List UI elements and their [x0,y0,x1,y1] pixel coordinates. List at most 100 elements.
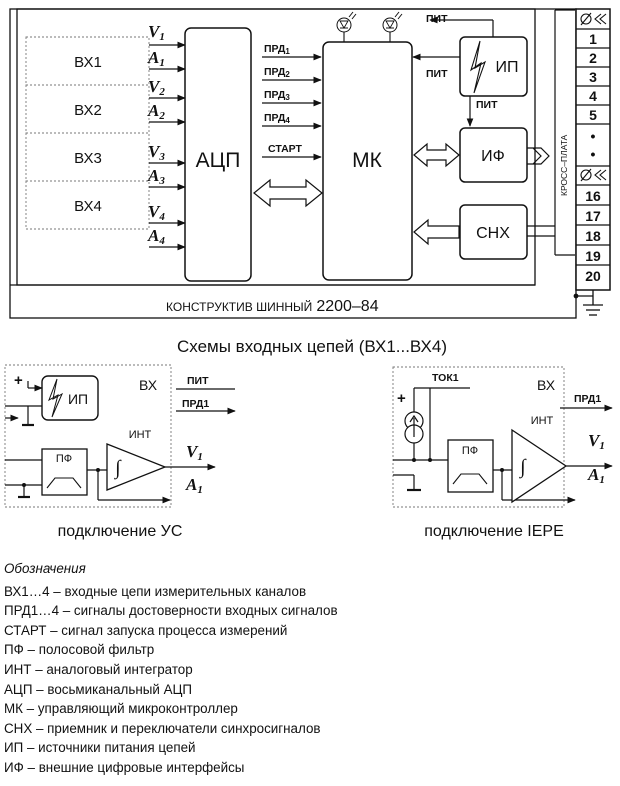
svg-text:2: 2 [589,50,597,66]
us-integral-icon: ∫ [114,457,122,480]
iepe-filter-box [447,439,494,493]
sync-mcu-arrow [413,218,460,246]
led-wires [343,32,391,42]
legend-item: ВХ1…4 – входные цепи измерительных канал… [4,583,307,599]
mcu-interface-arrow [413,142,460,168]
iepe-prd-label: ПРД1 [574,393,601,405]
adc-label: АЦП [196,149,241,172]
prd3-label: ПРД3 [264,89,290,102]
us-filter-bandpass-icon [46,477,82,489]
legend-item: СТАРТ – сигнал запуска процесса измерени… [4,622,288,638]
cross-board-bus [554,9,575,256]
pit-label-down: ПИТ [476,99,498,111]
cross-board-label: КРОСС–ПЛАТА [559,134,569,196]
legend-item: ИП – источники питания цепей [4,740,196,756]
sync-label: СНХ [476,225,510,242]
us-psu-label: ИП [68,391,88,407]
legend: Обозначения ВХ1…4 – входные цепи измерит… [4,559,616,778]
us-integrator-triangle [106,443,167,491]
v2-label: V2 [148,77,165,98]
interface-bus-chevron [527,147,550,165]
us-plus-label: + [14,372,23,389]
svg-text:4: 4 [589,88,597,104]
block-diagram: ВХ1 ВХ2 ВХ3 ВХ4 V1 A1 V2 A2 V3 A3 V4 A4 … [4,8,613,540]
prd1-label: ПРД1 [264,43,290,56]
v3-label: V3 [148,142,165,163]
iepe-plus-label: + [397,390,406,407]
terminal-block [575,8,611,291]
led-indicator-1-icon [336,11,357,33]
input-channel-3: ВХ3 [25,132,150,182]
adc-block: АЦП [184,27,252,282]
iepe-circuit: + ТОК1 ВХ ПФ ИНТ [392,366,613,508]
us-a1-label: A1 [185,475,203,496]
prd4-label: ПРД4 [264,112,290,125]
iepe-tok-label: ТОК1 [432,372,459,384]
pit-label-left: ПИТ [426,68,448,80]
psu-block: ИП [459,36,528,97]
legend-title: Обозначения [4,561,86,576]
terminal-numbers: 1 2 3 4 5 • • 16 17 18 19 20 [585,31,601,284]
interface-block: ИФ [459,127,528,183]
input-channel-4: ВХ4 [25,180,150,230]
sync-wires [527,225,555,237]
channel-signal-labels: V1 A1 V2 A2 V3 A3 V4 A4 [147,22,165,247]
iepe-int-label: ИНТ [531,415,554,427]
svg-text:•: • [591,128,596,144]
legend-item: СНХ – приемник и переключатели синхросиг… [4,720,321,736]
us-vx-label: ВХ [139,377,158,393]
us-prd-label: ПРД1 [182,398,209,410]
prd-signal-labels: ПРД1 ПРД2 ПРД3 ПРД4 СТАРТ [264,43,303,155]
sync-block: СНХ [459,204,528,260]
start-label: СТАРТ [268,143,303,155]
legend-item: ИНТ – аналоговый интегратор [4,661,193,677]
iepe-filter-label: ПФ [462,445,478,457]
chassis-ground-icon [583,290,603,316]
svg-text:3: 3 [589,69,597,85]
us-caption: подключение УС [58,523,183,540]
input-label-2: ВХ2 [74,102,102,119]
a3-label: A3 [147,166,165,187]
channel-signal-arrows [149,41,186,251]
input-label-1: ВХ1 [74,54,102,71]
a2-label: A2 [147,101,165,122]
iepe-integral-icon: ∫ [519,456,527,479]
us-int-label: ИНТ [129,429,152,441]
iepe-integrator-triangle [511,428,568,504]
terminal-ground-symbol-mid-icon [580,168,607,182]
svg-text:20: 20 [585,268,601,284]
interface-label: ИФ [481,148,505,165]
us-circuit: + ВХ ИП ПФ ИНТ ∫ [4,364,236,508]
prd2-label: ПРД2 [264,66,290,79]
prd-signal-arrows [262,53,322,161]
frame-ground-wire [573,293,593,299]
legend-item: МК – управляющий микроконтроллер [4,701,238,717]
us-psu-lightning-icon [48,378,64,418]
input-channel-1: ВХ1 [25,36,150,86]
iepe-caption: подключение IEPE [424,523,564,540]
input-label-4: ВХ4 [74,198,102,215]
legend-item: ПРД1…4 – сигналы достоверности входных с… [4,603,338,619]
legend-item: АЦП – восьмиканальный АЦП [4,681,193,697]
us-filter-label: ПФ [56,453,72,465]
psu-label: ИП [496,59,519,76]
us-v1-label: V1 [186,442,203,463]
v1-label: V1 [148,22,165,43]
a1-label: A1 [147,48,165,69]
terminal-ground-symbol-top-icon [580,12,607,26]
iepe-v1-label: V1 [588,431,605,452]
us-filter-box [41,448,88,496]
legend-item: ИФ – внешние цифровые интерфейсы [4,759,245,775]
led-indicator-2-icon [382,11,403,33]
adc-mcu-bus-arrow [253,178,323,208]
input-label-3: ВХ3 [74,150,102,167]
svg-text:17: 17 [585,208,601,224]
legend-item: ПФ – полосовой фильтр [4,642,155,658]
psu-wires [412,16,494,127]
input-channel-2: ВХ2 [25,84,150,134]
v4-label: V4 [148,202,165,223]
iepe-a1-label: A1 [587,465,605,486]
a4-label: A4 [147,226,165,247]
iepe-vx-label: ВХ [537,377,556,393]
